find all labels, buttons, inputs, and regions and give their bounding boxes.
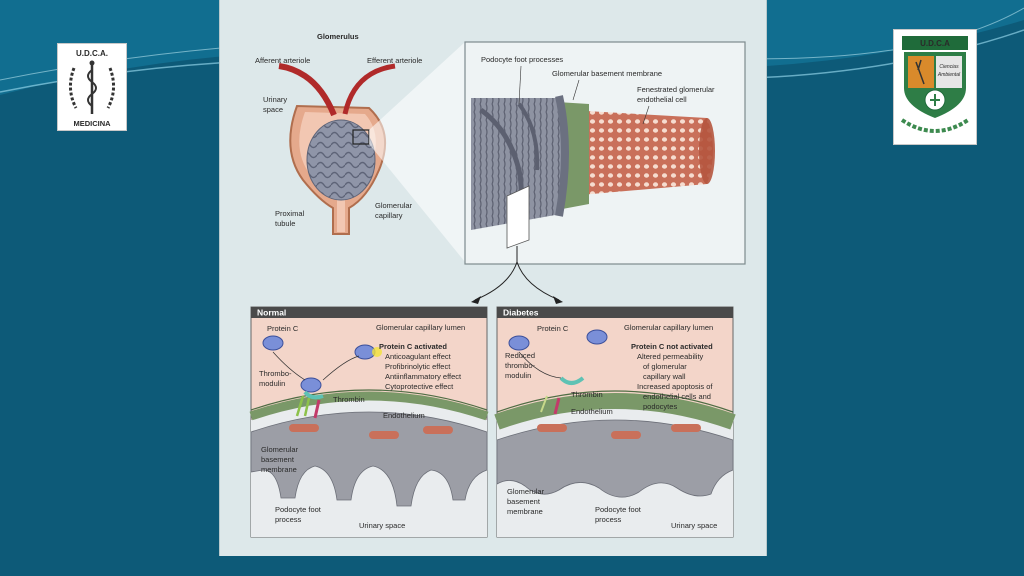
normal-lumen-label: Glomerular capillary lumen (376, 323, 465, 332)
normal-panel (249, 306, 489, 538)
udca-medicina-logo: U.D.C.A. MEDICINA (57, 43, 127, 131)
diabetes-gbm-line2: basement (507, 497, 541, 506)
diabetes-lumen-label: Glomerular capillary lumen (624, 323, 713, 332)
normal-podocyte-line2: process (275, 515, 302, 524)
diabetes-thrombin: Thrombin (571, 390, 603, 399)
label-podocyte-foot-processes: Podocyte foot processes (481, 55, 563, 64)
label-urinary-space-line2: space (263, 105, 283, 114)
normal-effect-2: Profibrinolytic effect (385, 362, 451, 371)
efferent-arteriole-shape (342, 63, 396, 115)
diabetes-effect-3: capillary wall (643, 372, 686, 381)
normal-podocyte-shape (250, 411, 488, 507)
university-crest-icon: U.D.C.A Ciencias Ambiental (900, 36, 970, 133)
diabetes-urinary-space: Urinary space (671, 521, 717, 530)
title-glomerulus: Glomerulus (317, 32, 359, 41)
fenestrated-endothelium (569, 110, 713, 196)
logo-left-bottom-text: MEDICINA (73, 119, 111, 128)
label-glomerular-capillary-line1: Glomerular (375, 201, 413, 210)
normal-effect-4: Cytoprotective effect (385, 382, 454, 391)
diabetes-header: Diabetes (503, 308, 539, 318)
diabetes-reduced-line1: Reduced (505, 351, 535, 360)
normal-gbm-shape (249, 391, 489, 421)
udca-university-logo: U.D.C.A Ciencias Ambiental (893, 29, 977, 145)
normal-activated: Protein C activated (379, 342, 447, 351)
label-fenestrated-line2: endothelial cell (637, 95, 687, 104)
normal-effect-3: Antiinflammatory effect (385, 372, 462, 381)
normal-gbm-line1: Glomerular (261, 445, 299, 454)
label-efferent-arteriole: Efferent arteriole (367, 56, 422, 65)
diabetes-protein-c: Protein C (537, 324, 569, 333)
label-afferent-arteriole: Afferent arteriole (255, 56, 310, 65)
capillary-zoom-panel (464, 41, 746, 265)
caduceus-laurel-icon: U.D.C.A. MEDICINA (69, 49, 115, 128)
zoom-beam (369, 42, 465, 262)
label-glomerular-basement-membrane: Glomerular basement membrane (552, 69, 662, 78)
logo-right-top-text: U.D.C.A (920, 39, 950, 48)
diabetes-reduced-line3: modulin (505, 371, 531, 380)
diabetes-gbm-line1: Glomerular (507, 487, 545, 496)
normal-urinary-space: Urinary space (359, 521, 405, 530)
label-proximal-tubule-line2: tubule (275, 219, 295, 228)
glomerulus-figure: Glomerulus Afferent arteriole Efferent a… (249, 32, 746, 538)
label-urinary-space-line1: Urinary (263, 95, 287, 104)
diabetes-not-activated: Protein C not activated (631, 342, 713, 351)
normal-gbm-line2: basement (261, 455, 295, 464)
diabetes-podocyte-line1: Podocyte foot (595, 505, 642, 514)
diabetes-effect-4: Increased apoptosis of (637, 382, 713, 391)
diabetes-endothelium: Endothelium (571, 407, 613, 416)
label-fenestrated-line1: Fenestrated glomerular (637, 85, 715, 94)
diabetes-podocyte-shape (496, 419, 734, 498)
normal-podocyte-line1: Podocyte foot (275, 505, 322, 514)
diabetes-podocyte-line2: process (595, 515, 622, 524)
diabetes-effect-5: endothelial cells and (643, 392, 711, 401)
normal-effect-1: Anticoagulant effect (385, 352, 452, 361)
normal-thrombo-line2: modulin (259, 379, 285, 388)
afferent-arteriole-shape (278, 63, 337, 117)
logo-left-top-text: U.D.C.A. (76, 49, 108, 58)
diabetes-effect-1: Altered permeability (637, 352, 704, 361)
normal-thrombin: Thrombin (333, 395, 365, 404)
normal-endothelium: Endothelium (383, 411, 425, 420)
label-glomerular-capillary-line2: capillary (375, 211, 403, 220)
normal-gbm-line3: membrane (261, 465, 297, 474)
diabetes-gbm-shape (494, 393, 736, 430)
label-proximal-tubule-line1: Proximal (275, 209, 305, 218)
arrow-to-diabetes (516, 261, 560, 301)
normal-protein-c: Protein C (267, 324, 299, 333)
diabetes-reduced-line2: thrombo- (505, 361, 536, 370)
normal-header: Normal (257, 308, 286, 318)
diabetes-gbm-line3: membrane (507, 507, 543, 516)
diabetes-effect-6: podocytes (643, 402, 677, 411)
logo-right-side-text-2: Ambiental (937, 72, 961, 78)
capillary-tuft (306, 119, 376, 201)
logo-right-side-text-1: Ciencias (939, 64, 959, 70)
normal-thrombo-line1: Thrombo- (259, 369, 292, 378)
diabetes-panel (494, 306, 736, 538)
diabetes-effect-2: of glomerular (643, 362, 687, 371)
glomerulus-illustration (278, 42, 465, 262)
